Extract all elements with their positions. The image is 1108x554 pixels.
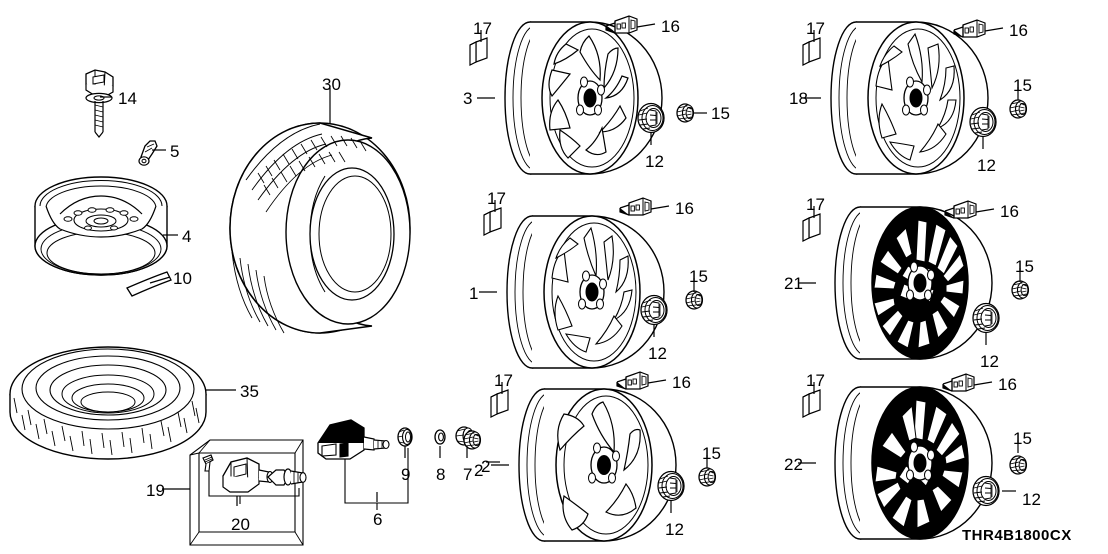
part-wheel-lug-nut [1009,99,1028,119]
part-center-cap [637,102,665,134]
callout-number-spare-steel-wheel: 4 [182,227,192,246]
part-balance-weight [490,389,509,418]
part-tpms-valve-clip [619,197,652,216]
callout-number-alloy-wheel-10spoke: 1 [469,284,479,303]
part-center-cap [972,475,1000,507]
part-wheel-lug-nut [1009,455,1028,475]
callout-leader-lines [100,23,1021,513]
part-center-cap [969,106,997,138]
part-wheel-lug-nut [698,467,717,487]
callout-number-balance-weight-strip: 10 [173,269,192,288]
part-alloy-wheel-multispoke [834,206,993,360]
leader-line-balance-weight-strip [149,276,171,284]
part-balance-weight [469,37,488,66]
callout-number-tpms-valve-clip: 16 [1000,202,1019,221]
part-tpms-sensor-assembly [317,419,474,510]
part-wheel-lug-nut [676,103,695,123]
callout-number-alloy-wheel-multispoke: 21 [784,274,803,293]
callout-number-balance-weight: 17 [806,19,825,38]
callout-number-center-cap: 12 [980,352,999,371]
callout-number-tpms-valve-clip: 16 [998,375,1017,394]
callout-number-balance-weight: 17 [494,371,513,390]
callout-number-center-cap: 12 [648,344,667,363]
callout-number-spare-tire: 35 [240,382,259,401]
part-alloy-wheel-5spoke [518,388,677,542]
part-valve-stem [138,140,158,166]
callout-number-tpms-valve-clip: 16 [675,199,694,218]
callout-number-wheel-lug-nut: 15 [1013,429,1032,448]
part-alloy-wheel-10spoke-b [830,21,989,175]
part-tpms-sensor-kit-box [189,439,304,546]
leader-line-tpms-valve-clip [973,381,993,386]
part-balance-weight [483,207,502,236]
callout-number-tpms-sensor-set: 20 [231,515,250,534]
callout-number-alloy-wheel-turbine: 3 [463,89,473,108]
leader-line-tpms-valve-clip [636,23,656,28]
leader-line-tpms-valve-clip [975,208,995,213]
part-wheel-lug-nut [685,290,704,310]
callout-number-wheel-lug-nut: 15 [1013,76,1032,95]
part-tpms-valve-clip [605,15,638,34]
callout-number-tpms-sensor-assembly: 6 [373,510,383,529]
callout-number-center-cap: 12 [645,152,664,171]
callout-number-center-cap: 12 [665,520,684,539]
callout-number-balance-weight: 17 [806,371,825,390]
part-center-cap [657,470,685,502]
callout-number-tpms-valve-clip: 16 [672,373,691,392]
part-spare-tire [9,346,207,460]
callout-number-grommet: 9 [401,465,411,484]
callout-number-balance-weight: 17 [806,195,825,214]
part-tpms-valve-clip [942,373,975,392]
part-center-cap [640,294,668,326]
callout-number-tire: 30 [322,75,341,94]
part-spare-steel-wheel [34,176,168,276]
leader-line-tpms-valve-clip [647,379,667,384]
callout-number-washer: 8 [436,465,446,484]
part-balance-weight-strip [126,271,172,297]
callout-number-wing-bolt: 14 [118,89,137,108]
callout-number-tpms-sensor-kit: 19 [146,481,165,500]
part-balance-weight [802,213,821,242]
callout-number-tpms-valve-clip: 16 [1009,21,1028,40]
leader-line-tpms-valve-clip [984,27,1004,32]
callout-number-alloy-wheel-10spoke-b: 18 [789,89,808,108]
callout-number-center-cap: 12 [977,156,996,175]
callout-number-alloy-wheel-dark: 22 [784,455,803,474]
callout-number-alloy-wheel-5spoke: 2 [474,461,484,480]
callout-number-balance-weight: 17 [473,19,492,38]
callout-number-valve-stem: 5 [170,142,180,161]
part-balance-weight [802,37,821,66]
callout-number-valve-cap: 7 [463,465,473,484]
callout-number-wheel-lug-nut: 15 [1015,257,1034,276]
part-tire [229,122,411,334]
part-wheel-lug-nut [1011,280,1030,300]
part-center-cap [972,302,1000,334]
callout-number-tpms-valve-clip: 16 [661,17,680,36]
part-alloy-wheel-turbine [504,21,663,175]
callout-number-alloy-wheel-5spoke: 2 [481,457,491,476]
part-wing-bolt [85,69,114,138]
callout-number-balance-weight: 17 [487,189,506,208]
part-tpms-valve-clip [953,19,986,38]
part-balance-weight [802,389,821,418]
callout-number-wheel-lug-nut: 15 [711,104,730,123]
leader-line-tpms-valve-clip [650,205,670,210]
part-alloy-wheel-dark [834,386,993,540]
part-tpms-sensor-set [202,454,307,504]
callout-number-wheel-lug-nut: 15 [702,444,721,463]
part-alloy-wheel-10spoke [506,215,665,369]
callout-number-center-cap: 12 [1022,490,1041,509]
part-tpms-valve-clip [616,371,649,390]
callout-number-wheel-lug-nut: 15 [689,267,708,286]
diagram-code: THR4B1800CX [962,527,1072,544]
part-tpms-valve-clip [944,200,977,219]
